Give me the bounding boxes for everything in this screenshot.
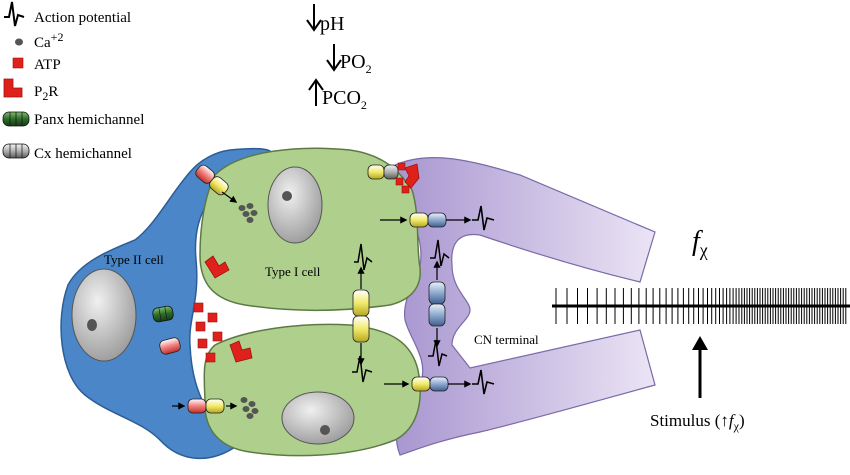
channel-type1-upper-top bbox=[367, 164, 399, 180]
atp-icon bbox=[12, 57, 24, 69]
atp-cluster bbox=[395, 162, 410, 194]
stimuli-group: pH PO2 PCO2 bbox=[306, 4, 372, 112]
stimulus-po2: PO2 bbox=[340, 51, 372, 76]
stimulus-up-arrow-icon bbox=[692, 336, 708, 398]
action-potential-icon bbox=[352, 355, 373, 383]
p2r-receptor bbox=[204, 255, 230, 279]
action-potential-icon bbox=[472, 369, 495, 395]
type-ii-nucleus bbox=[71, 268, 137, 362]
down-arrow-icon bbox=[326, 44, 342, 72]
channel-type1-lower-left bbox=[187, 398, 225, 414]
legend-panx: Panx hemichannel bbox=[34, 112, 144, 128]
type-i-nucleus-lower bbox=[281, 391, 355, 445]
p2r-receptor bbox=[404, 163, 420, 189]
action-potential-icon bbox=[4, 1, 25, 27]
down-arrow-icon bbox=[306, 4, 322, 32]
panx-hemichannel-icon bbox=[2, 111, 30, 127]
type-i-cell-upper bbox=[199, 147, 421, 311]
frequency-label: fχ bbox=[692, 226, 708, 260]
channel-type1-cn-lower bbox=[411, 376, 449, 392]
panx-hemichannel bbox=[152, 305, 174, 323]
channel-type2-type1-upper bbox=[195, 164, 229, 196]
p2r-icon bbox=[3, 78, 23, 98]
channel-type2-lower bbox=[159, 337, 181, 355]
legend-atp: ATP bbox=[34, 57, 61, 73]
cn-terminal bbox=[394, 156, 656, 456]
action-potential-icon bbox=[354, 243, 373, 271]
atp-cluster bbox=[193, 302, 223, 363]
label-type-ii-cell: Type II cell bbox=[104, 252, 164, 267]
channel-cn-cn bbox=[428, 281, 446, 327]
type-i-nucleus-upper bbox=[267, 166, 323, 244]
stimulus-ph: pH bbox=[320, 13, 344, 35]
label-cn-terminal: CN terminal bbox=[474, 332, 539, 347]
channel-type1-type1 bbox=[352, 289, 370, 343]
calcium-cluster bbox=[238, 203, 258, 223]
stimulus-label: Stimulus (↑fχ) bbox=[650, 411, 745, 433]
label-type-i-cell: Type I cell bbox=[265, 264, 321, 279]
legend-action-potential: Action potential bbox=[34, 10, 131, 26]
calcium-cluster bbox=[240, 397, 259, 419]
action-potential-icon bbox=[472, 205, 495, 231]
legend: Action potential Ca+2 ATP P2R Panx hemic… bbox=[2, 1, 144, 162]
calcium-icon bbox=[15, 38, 23, 46]
action-potential-icon bbox=[430, 239, 450, 267]
spike-train bbox=[555, 288, 847, 324]
legend-cx: Cx hemichannel bbox=[34, 146, 132, 162]
stimulus-pco2: PCO2 bbox=[322, 87, 367, 112]
cx-hemichannel-icon bbox=[2, 143, 30, 159]
channel-type1-cn-upper bbox=[409, 212, 447, 228]
action-potential-icon bbox=[428, 339, 448, 367]
p2r-receptor bbox=[229, 340, 253, 363]
legend-p2r: P2R bbox=[34, 84, 58, 103]
legend-calcium: Ca+2 bbox=[34, 30, 63, 51]
up-arrow-icon bbox=[308, 78, 324, 106]
